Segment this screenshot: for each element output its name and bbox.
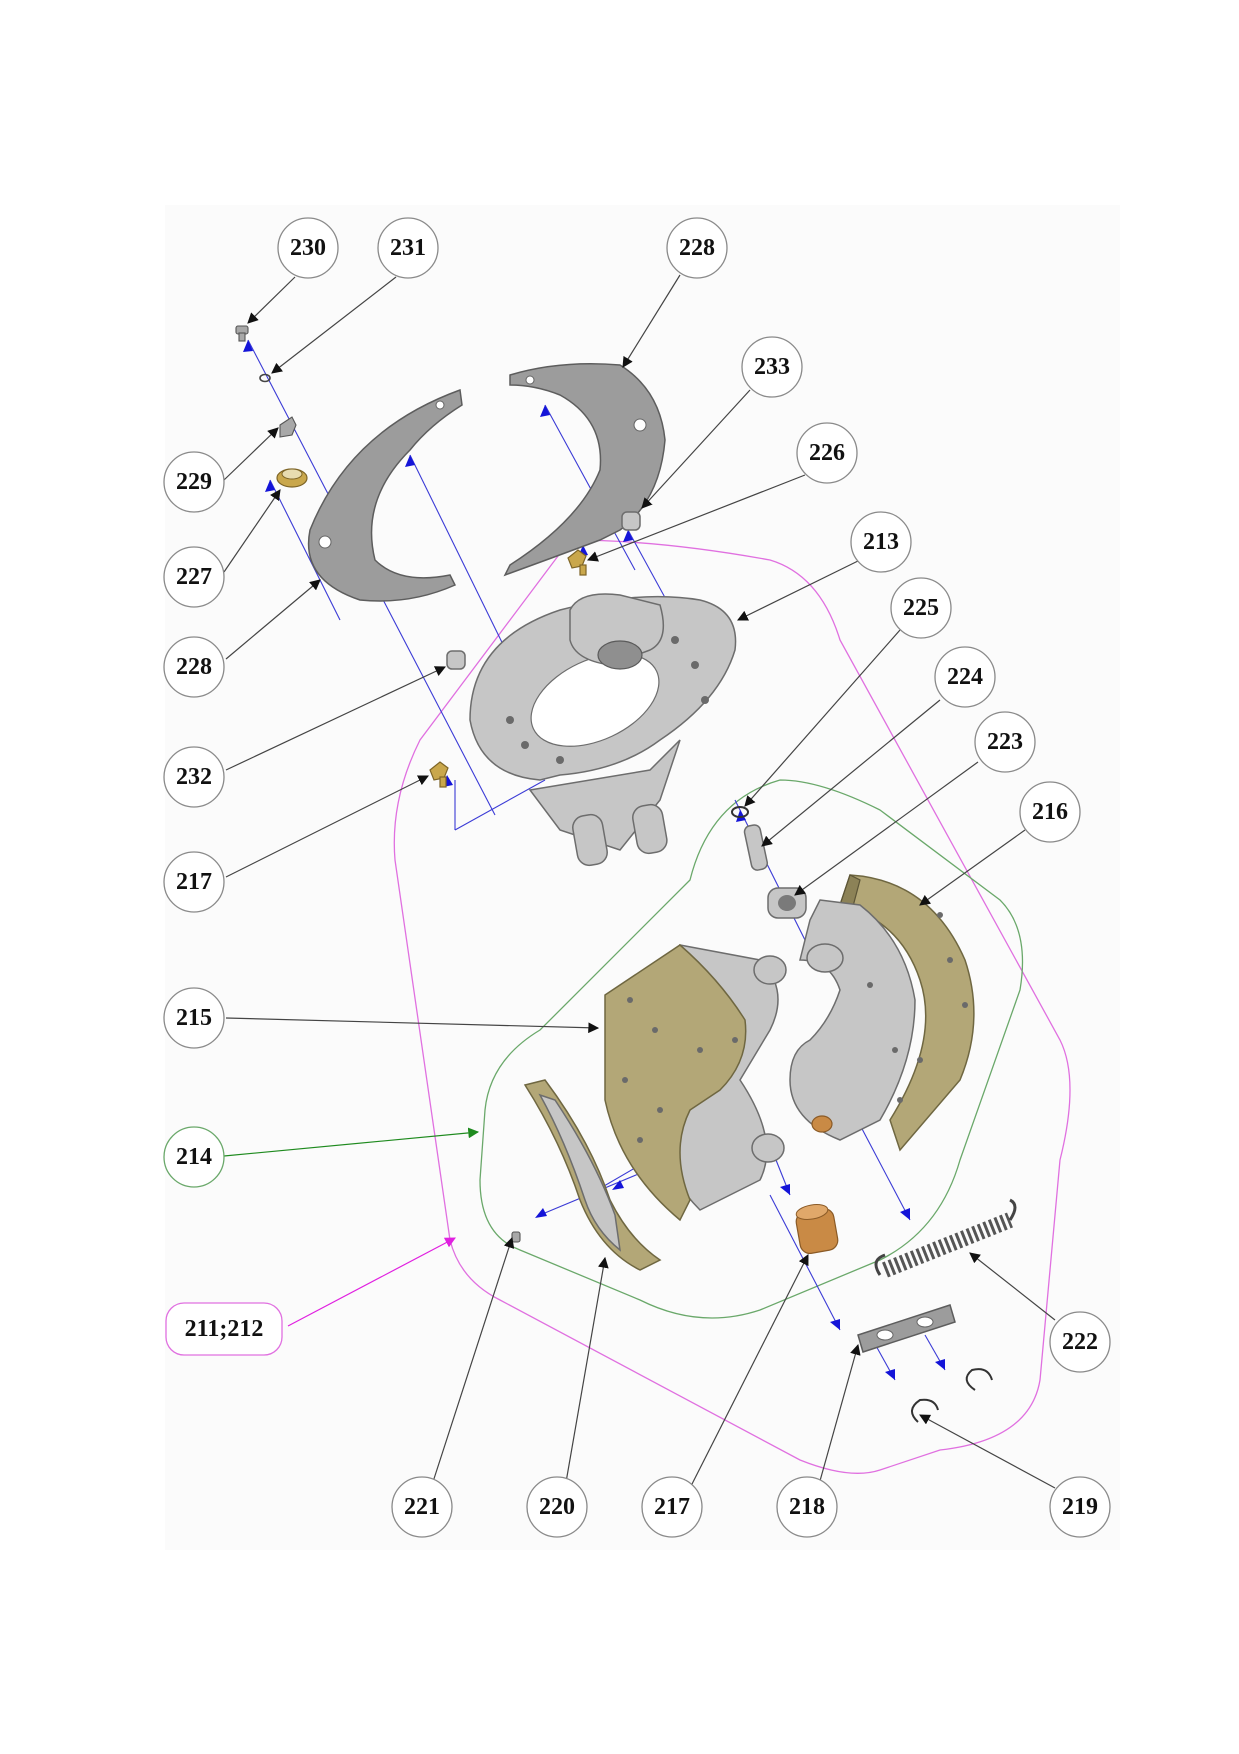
callout-222: 222 — [1049, 1311, 1111, 1373]
svg-text:216: 216 — [1032, 799, 1068, 825]
part-219-circlips — [911, 1368, 993, 1423]
svg-text:217: 217 — [654, 1494, 690, 1520]
svg-text:220: 220 — [539, 1494, 575, 1520]
part-218-link-plate — [857, 1304, 956, 1353]
svg-text:222: 222 — [1062, 1329, 1098, 1355]
part-226-grease-nipple — [567, 549, 587, 576]
part-228-left-shield — [307, 388, 463, 602]
svg-text:230: 230 — [290, 235, 326, 261]
svg-text:219: 219 — [1062, 1494, 1098, 1520]
svg-text:221: 221 — [404, 1494, 440, 1520]
part-222-spring — [874, 1198, 1017, 1278]
callout-227: 227 — [163, 546, 225, 608]
part-225-circlip — [731, 806, 749, 818]
callout-213: 213 — [850, 511, 912, 573]
callout-225: 225 — [890, 577, 952, 639]
callout-229: 229 — [163, 451, 225, 513]
part-231-washer — [259, 373, 271, 383]
svg-text:214: 214 — [176, 1144, 212, 1170]
callout-232: 232 — [163, 746, 225, 808]
svg-text:228: 228 — [176, 654, 212, 680]
part-213-anchor-casting — [469, 593, 737, 867]
callout-215: 215 — [163, 987, 225, 1049]
callout-217-upper: 217 — [163, 851, 225, 913]
callout-223: 223 — [974, 711, 1036, 773]
callout-216: 216 — [1019, 781, 1081, 843]
part-230-screw — [235, 325, 249, 342]
callout-228-top: 228 — [666, 217, 728, 279]
svg-text:217: 217 — [176, 869, 212, 895]
part-232-bushing — [446, 650, 466, 670]
part-216-right-shoe — [789, 874, 975, 1152]
part-220-lining-plate — [523, 1079, 662, 1271]
callout-226: 226 — [796, 422, 858, 484]
svg-text:232: 232 — [176, 764, 212, 790]
part-223-bushing — [767, 887, 807, 919]
callout-221: 221 — [391, 1476, 453, 1538]
part-217-bushing-lower — [795, 1204, 839, 1254]
svg-text:211;212: 211;212 — [185, 1316, 264, 1342]
part-229-bracket — [279, 416, 297, 438]
svg-text:228: 228 — [679, 235, 715, 261]
svg-text:233: 233 — [754, 354, 790, 380]
svg-text:227: 227 — [176, 564, 212, 590]
callout-211-212: 211;212 — [165, 1302, 283, 1356]
svg-text:231: 231 — [390, 235, 426, 261]
svg-text:213: 213 — [863, 529, 899, 555]
svg-text:226: 226 — [809, 440, 845, 466]
part-217-grease-nipple-upper — [429, 761, 449, 788]
callout-228-left: 228 — [163, 636, 225, 698]
svg-text:218: 218 — [789, 1494, 825, 1520]
part-224-pin — [743, 824, 769, 871]
callout-224: 224 — [934, 646, 996, 708]
leader-lines — [223, 274, 1056, 1489]
callout-230: 230 — [277, 217, 339, 279]
callout-231: 231 — [377, 217, 439, 279]
callout-214: 214 — [163, 1126, 225, 1188]
callout-219: 219 — [1049, 1476, 1111, 1538]
svg-text:215: 215 — [176, 1005, 212, 1031]
callout-217-lower: 217 — [641, 1476, 703, 1538]
callout-218: 218 — [776, 1476, 838, 1538]
part-221-rivet — [511, 1231, 521, 1243]
callout-220: 220 — [526, 1476, 588, 1538]
svg-text:224: 224 — [947, 664, 983, 690]
part-233-bushing — [621, 511, 641, 531]
part-215-left-shoe — [604, 944, 787, 1222]
callout-233: 233 — [741, 336, 803, 398]
group-214-outline — [479, 779, 1024, 1319]
part-227-cap — [276, 468, 308, 488]
svg-text:229: 229 — [176, 469, 212, 495]
svg-text:225: 225 — [903, 595, 939, 621]
svg-text:223: 223 — [987, 729, 1023, 755]
